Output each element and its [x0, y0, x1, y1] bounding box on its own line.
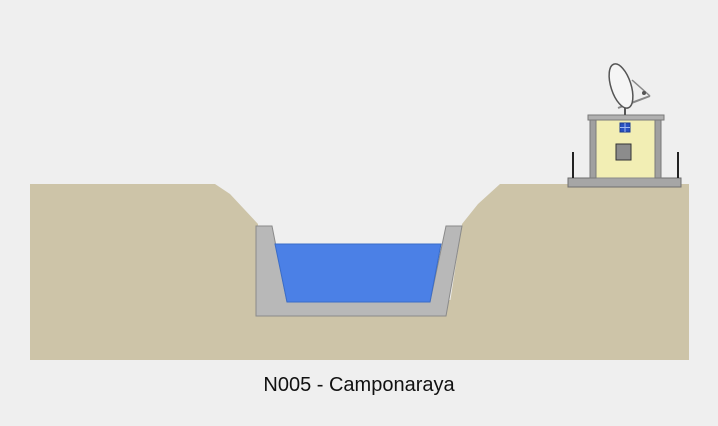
station-caption: N005 - Camponaraya [263, 374, 455, 396]
water-body [274, 243, 442, 303]
satellite-dish-icon [608, 63, 651, 115]
solar-panel-icon [619, 122, 631, 133]
monitoring-station-icon [567, 114, 682, 188]
ground-terrain [30, 184, 689, 360]
